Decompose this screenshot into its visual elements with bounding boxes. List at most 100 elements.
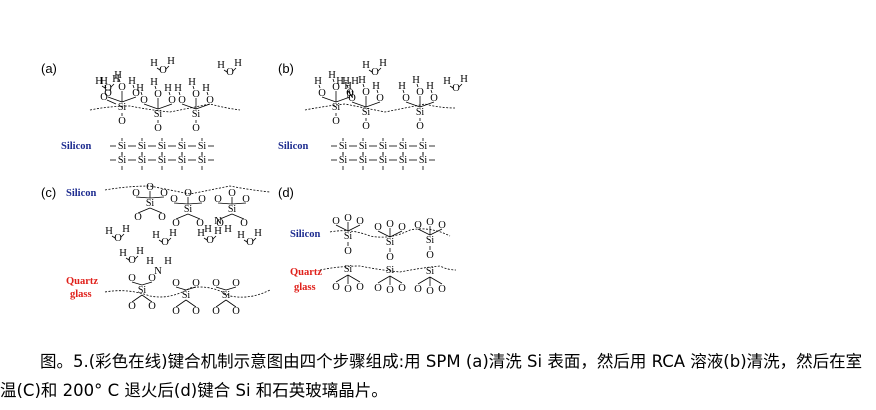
- atom-si: Si: [399, 141, 408, 152]
- atom-h: H: [164, 256, 172, 267]
- atom-o: O: [154, 123, 162, 134]
- atom-o: O: [430, 93, 438, 104]
- atom-o: O: [158, 212, 166, 223]
- bond-line: [101, 85, 106, 89]
- bond-line: [347, 274, 361, 283]
- bond-line: [154, 85, 157, 90]
- atom-o: O: [426, 286, 434, 297]
- atom-si: Si: [138, 285, 147, 296]
- atom-si: Si: [359, 141, 368, 152]
- atom-o: O: [371, 67, 379, 78]
- atom-o: O: [438, 284, 446, 295]
- atom-si: Si: [178, 141, 187, 152]
- atom-o: O: [154, 89, 162, 100]
- atom-si: Si: [426, 266, 435, 277]
- atom-h: H: [122, 224, 130, 235]
- atom-h: H: [164, 83, 172, 94]
- bond-line: [231, 213, 245, 220]
- atom-o: O: [226, 67, 234, 78]
- bond-line: [217, 202, 233, 205]
- atom-si: Si: [138, 155, 147, 166]
- panel-d-glass-label: glass: [294, 282, 316, 293]
- atom-h: H: [174, 83, 182, 94]
- bond-line: [365, 101, 381, 108]
- atom-o: O: [426, 250, 434, 261]
- bond-line: [131, 294, 143, 303]
- bond-line: [132, 84, 135, 89]
- atom-o: O: [426, 217, 434, 228]
- bonding-mechanism-figure: (a) (b) (c) (d) Silicon Silicon Silicon …: [41, 56, 468, 317]
- atom-o: O: [100, 92, 108, 103]
- atom-o: O: [416, 121, 424, 132]
- atom-h: H: [100, 76, 108, 87]
- atom-o: O: [172, 278, 180, 289]
- atom-o: O: [376, 93, 384, 104]
- atom-n: N: [154, 266, 162, 277]
- atom-o: O: [118, 82, 126, 93]
- bond-line: [377, 230, 391, 238]
- atom-o: O: [216, 218, 224, 229]
- atom-o: O: [356, 216, 364, 227]
- atom-o: O: [192, 89, 200, 100]
- bond-line: [219, 213, 233, 220]
- bond-line: [175, 286, 187, 291]
- atom-o: O: [214, 194, 222, 205]
- bond-line: [125, 257, 130, 261]
- atom-o: O: [386, 219, 394, 230]
- atom-o: O: [104, 83, 112, 94]
- bond-line: [351, 101, 367, 108]
- atom-si: Si: [118, 141, 127, 152]
- atom-si: Si: [379, 141, 388, 152]
- atom-si: Si: [198, 155, 207, 166]
- atom-h: H: [214, 226, 222, 237]
- bond-line: [232, 67, 237, 72]
- atom-h: H: [398, 81, 406, 92]
- bond-line: [389, 275, 403, 284]
- atom-o: O: [232, 278, 240, 289]
- atom-o: O: [348, 93, 356, 104]
- bond-line: [135, 196, 151, 199]
- atom-o: O: [178, 95, 186, 106]
- atom-si: Si: [359, 155, 368, 166]
- atom-o: O: [346, 88, 354, 99]
- bond-line: [377, 275, 391, 284]
- atom-si: Si: [178, 155, 187, 166]
- bond-line: [165, 65, 170, 70]
- atom-o: O: [246, 237, 254, 248]
- atom-o: O: [192, 278, 200, 289]
- panel-d-silicon-label: Silicon: [290, 229, 321, 240]
- atom-h: H: [379, 58, 387, 69]
- bond-line: [449, 85, 454, 89]
- atom-h: H: [217, 60, 225, 71]
- atom-o: O: [192, 123, 200, 134]
- atom-o: O: [332, 82, 340, 93]
- atom-o: O: [374, 222, 382, 233]
- atom-o: O: [118, 116, 126, 127]
- atom-si: Si: [426, 235, 435, 246]
- bond-line: [419, 101, 435, 108]
- atom-h: H: [237, 230, 245, 241]
- bond-line: [195, 103, 211, 110]
- atom-h: H: [358, 75, 366, 86]
- atom-o: O: [398, 222, 406, 233]
- atom-o: O: [212, 278, 220, 289]
- bond-line: [231, 202, 247, 205]
- atom-h: H: [362, 60, 370, 71]
- atom-o: O: [172, 306, 180, 317]
- atom-o: O: [159, 65, 167, 76]
- atom-o: O: [134, 212, 142, 223]
- bond-line: [368, 69, 373, 73]
- atom-o: O: [414, 284, 422, 295]
- bond-line: [335, 96, 351, 103]
- atom-si: Si: [228, 204, 237, 215]
- atom-h: H: [95, 76, 103, 87]
- bond-line: [376, 89, 379, 94]
- bond-line: [187, 213, 201, 220]
- atom-o: O: [344, 246, 352, 257]
- atom-o: O: [416, 87, 424, 98]
- atom-h: H: [344, 81, 352, 92]
- atom-si: Si: [222, 290, 231, 301]
- atom-o: O: [132, 88, 140, 99]
